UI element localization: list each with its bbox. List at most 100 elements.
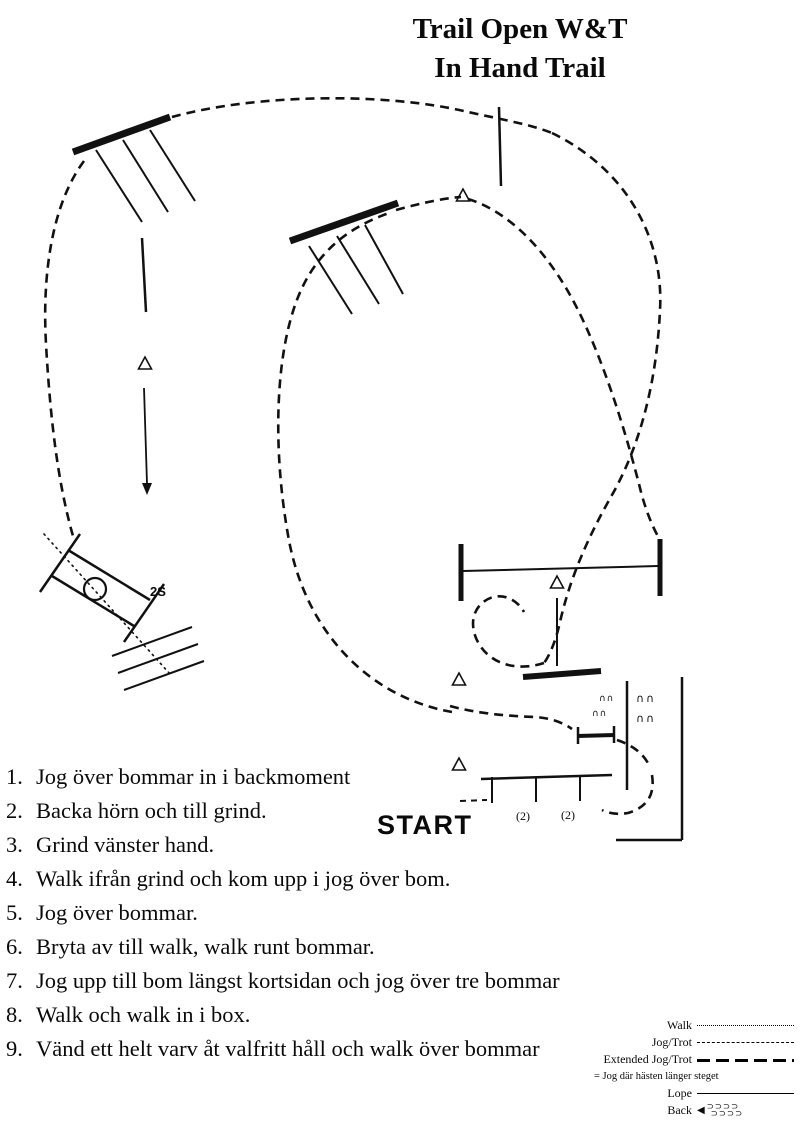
gate-obstacle: 2S [38,533,171,675]
legend-note: = Jog där hästen länger steget [594,1071,719,1082]
hoofprint-marks: ∩∩ [592,709,607,719]
course-path-top-sweep [171,96,553,135]
small-jump-obstacle: ∩∩ ∩∩ [576,694,616,744]
course-diagram: 2S ∩∩ ∩∩ ∩∩ ∩∩ [38,96,684,842]
pole [308,245,353,315]
lope-line-sample [697,1092,794,1095]
pole-spacing-label: (2) [561,808,575,822]
instruction-number: 7. [6,968,23,993]
legend-label: Jog/Trot [651,1035,692,1049]
walk-line-sample [697,1024,794,1027]
instruction-text: Grind vänster hand. [36,832,215,857]
hoofprint-row: ⊃⊃⊃⊃ [706,1101,740,1112]
pole [122,139,169,213]
gate-rail [51,574,135,628]
single-pole-left [140,237,148,313]
instruction-number: 8. [6,1002,23,1027]
top-rail [480,773,613,781]
instruction-number: 9. [6,1036,23,1061]
instruction-number: 1. [6,764,23,789]
instruction-item: 4. Walk ifrån grind och kom upp i jog öv… [6,862,568,896]
course-title: Trail Open W&T [412,13,628,45]
pole [149,129,196,202]
jog-line-sample [697,1041,794,1044]
pole [117,643,199,674]
legend-label: Walk [666,1018,692,1032]
gait-legend: Walk Jog/Trot Extended Jog/Trot = Jog dä… [594,1017,794,1119]
course-path-left-descent [43,160,86,537]
instruction-item: 1. Jog över bommar in i backmoment [6,760,568,794]
course-subtitle: In Hand Trail [434,52,606,84]
instruction-text: Jog över bommar. [36,900,198,925]
hoofprint-marks: ∩∩ [599,694,614,704]
instruction-text: Bryta av till walk, walk runt bommar. [36,934,375,959]
pole [123,660,205,691]
course-path-small-loop [471,595,545,668]
instruction-number: 6. [6,934,23,959]
instruction-text: Walk ifrån grind och kom upp i jog över … [36,866,451,891]
instruction-text: Backa hörn och till grind. [36,798,267,823]
obstacle-bar [288,199,400,245]
pole [111,626,193,657]
single-pole-top [497,106,503,187]
instruction-number: 4. [6,866,23,891]
legend-label: Lope [667,1086,692,1100]
cone-marker [451,671,467,686]
course-path-bottom [449,704,573,731]
obstacle-bar [71,113,172,156]
legend-label: Extended Jog/Trot [603,1052,692,1066]
cone-marker [137,355,153,370]
instruction-item: 3. Grind vänster hand. [6,828,568,862]
dash-segment [459,799,488,802]
gate-post [38,533,82,593]
instruction-text: Jog över bommar in i backmoment [36,764,351,789]
instruction-item: 2. Backa hörn och till grind. [6,794,568,828]
course-path-oval-left [276,210,453,714]
legend-row-lope: Lope [594,1085,794,1102]
title-block: Trail Open W&T In Hand Trail [320,10,720,88]
instruction-list: 1. Jog över bommar in i backmoment 2. Ba… [6,760,568,1066]
thick-bar [522,668,602,680]
arrow-shaft [143,387,148,485]
course-path-oval-top [395,195,462,212]
obstacle-fan-poles-center [288,199,404,315]
back-through-dotted-line [43,533,171,675]
pole-spacing-label: (2) [516,809,530,823]
cone-marker [455,187,471,202]
instruction-number: 5. [6,900,23,925]
course-path-right-descent [542,131,662,664]
pole [95,149,143,223]
instruction-text: Walk och walk in i box. [36,1002,251,1027]
extended-jog-line-sample [697,1058,794,1062]
instruction-item: 5. Jog över bommar. [6,896,568,930]
legend-row-extended-jog: Extended Jog/Trot [594,1051,794,1068]
start-poles: (2) (2) [459,773,613,823]
cone-marker [549,574,565,589]
cone-marker [451,756,467,771]
course-path-box-entry [616,738,651,766]
gate-rail [67,548,151,602]
gate-label: 2S [150,584,166,599]
hoofprint-row: ⊃⊃⊃⊃ [710,1108,744,1119]
course-path-box-exit [601,774,654,816]
jump-bar [576,733,616,738]
direction-arrow [142,387,152,495]
instruction-text: Vänd ett helt varv åt valfritt håll och … [36,1036,540,1061]
instruction-number: 3. [6,832,23,857]
backing-poles [111,626,205,691]
gate-post [122,583,166,643]
back-hoofprints: ⊃⊃⊃⊃ ⊃⊃⊃⊃ [706,1101,744,1119]
legend-row-walk: Walk [594,1017,794,1034]
box-obstacle: ∩∩ ∩∩ [616,677,684,842]
middle-pole [462,565,659,572]
course-path-oval-right [467,197,662,541]
gate-latch-circle [82,576,108,602]
hoofprint-marks: ∩∩ [636,692,656,705]
instruction-item: 7. Jog upp till bom längst kortsidan och… [6,964,568,998]
arrow-head [142,483,152,495]
back-arrow-icon: ◀ [697,1104,705,1116]
pole [364,224,404,295]
back-symbol: ◀ ⊃⊃⊃⊃ ⊃⊃⊃⊃ [697,1101,794,1119]
legend-row-back: Back ◀ ⊃⊃⊃⊃ ⊃⊃⊃⊃ [594,1102,794,1119]
